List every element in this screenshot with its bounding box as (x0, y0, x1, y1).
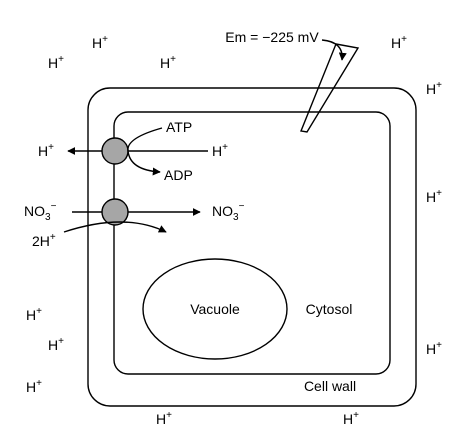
nitrate-outside-label: NO3− (24, 201, 57, 223)
two-proton-label: 2H+ (32, 232, 56, 249)
membrane-potential-label: Em = −225 mV (225, 29, 319, 45)
atp-hydrolysis-arrow (127, 127, 163, 176)
proton-label: H+ (48, 54, 64, 71)
proton-labels: H+ H+ H+ H+ H+ H+ H+ H+ H+ H+ H+ H+ H+ H… (26, 34, 442, 427)
proton-label: H+ (92, 34, 108, 51)
proton-label: H+ (426, 80, 442, 97)
microelectrode (300, 43, 360, 133)
nitrate-proton-symporter (101, 198, 129, 226)
proton-label: H+ (48, 336, 64, 353)
proton-label: H+ (212, 142, 228, 159)
plasma-membrane (113, 111, 391, 375)
proton-label: H+ (38, 142, 54, 159)
cytosol-label: Cytosol (306, 301, 353, 317)
electrode-pointer-arrow (321, 39, 347, 61)
proton-pump (101, 137, 129, 165)
nitrate-inside-label: NO3− (212, 201, 245, 223)
proton-label: H+ (26, 306, 42, 323)
proton-label: H+ (391, 34, 407, 51)
proton-label: H+ (26, 378, 42, 395)
proton-label: H+ (160, 54, 176, 71)
proton-label: H+ (343, 410, 359, 427)
vacuole-label: Vacuole (190, 301, 240, 317)
atp-label: ATP (166, 119, 192, 135)
cell-wall-outline (87, 87, 417, 407)
adp-label: ADP (164, 167, 193, 183)
proton-label: H+ (426, 340, 442, 357)
cell-wall-label: Cell wall (304, 378, 356, 394)
proton-label: H+ (426, 188, 442, 205)
proton-label: H+ (156, 410, 172, 427)
proton-cotransport-arrow (63, 221, 167, 233)
vacuole (142, 258, 288, 360)
